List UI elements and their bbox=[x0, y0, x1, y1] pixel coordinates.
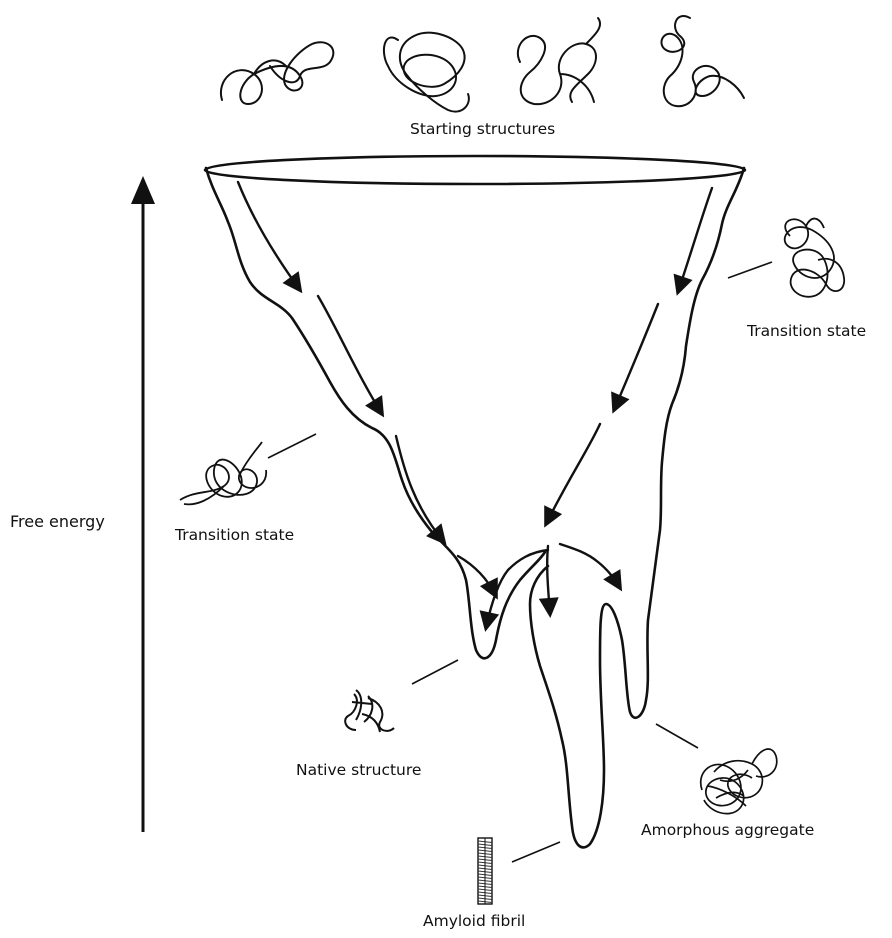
folding-pathways bbox=[238, 182, 712, 628]
random-coil-icon bbox=[518, 18, 600, 104]
starting-structures-label: Starting structures bbox=[410, 120, 555, 138]
leader-line bbox=[656, 724, 698, 748]
transition-state-left-coil bbox=[180, 434, 316, 504]
native-structure-label: Native structure bbox=[296, 761, 421, 779]
pathway-arrow bbox=[396, 436, 444, 542]
pathway-arrow bbox=[546, 424, 600, 524]
transition-state-right-coil bbox=[728, 219, 844, 297]
pathway-arrow bbox=[678, 188, 712, 292]
funnel-left-wall bbox=[206, 168, 545, 658]
pathway-arrow bbox=[560, 544, 620, 588]
free-energy-axis bbox=[131, 176, 155, 832]
random-coil-icon bbox=[384, 33, 469, 112]
free-energy-label: Free energy bbox=[10, 512, 105, 531]
amyloid-fibril-label: Amyloid fibril bbox=[423, 912, 525, 930]
amorphous-aggregate-icon bbox=[656, 724, 777, 814]
leader-line bbox=[512, 842, 560, 862]
starting-structures-coils bbox=[221, 16, 744, 112]
funnel-right-wall bbox=[530, 168, 744, 847]
pathway-arrow bbox=[547, 546, 550, 614]
funnel-outline bbox=[205, 156, 745, 847]
transition-state-left-label: Transition state bbox=[175, 526, 294, 544]
axis-arrowhead-icon bbox=[131, 176, 155, 204]
pathway-arrow bbox=[614, 304, 658, 410]
random-coil-icon bbox=[661, 16, 744, 106]
native-structure-icon bbox=[345, 660, 458, 732]
random-coil-icon bbox=[180, 442, 266, 504]
pathway-arrow bbox=[318, 296, 382, 414]
amorphous-aggregate-label: Amorphous aggregate bbox=[641, 821, 814, 839]
funnel-rim bbox=[205, 156, 745, 184]
pathway-arrow bbox=[238, 182, 300, 290]
transition-state-right-label: Transition state bbox=[747, 322, 866, 340]
random-coil-icon bbox=[785, 219, 845, 297]
leader-line bbox=[412, 660, 458, 684]
random-coil-icon bbox=[221, 42, 333, 104]
funnel-central-ridge bbox=[545, 224, 722, 552]
leader-line bbox=[728, 262, 772, 278]
amyloid-fibril-icon bbox=[478, 838, 560, 904]
leader-line bbox=[268, 434, 316, 458]
